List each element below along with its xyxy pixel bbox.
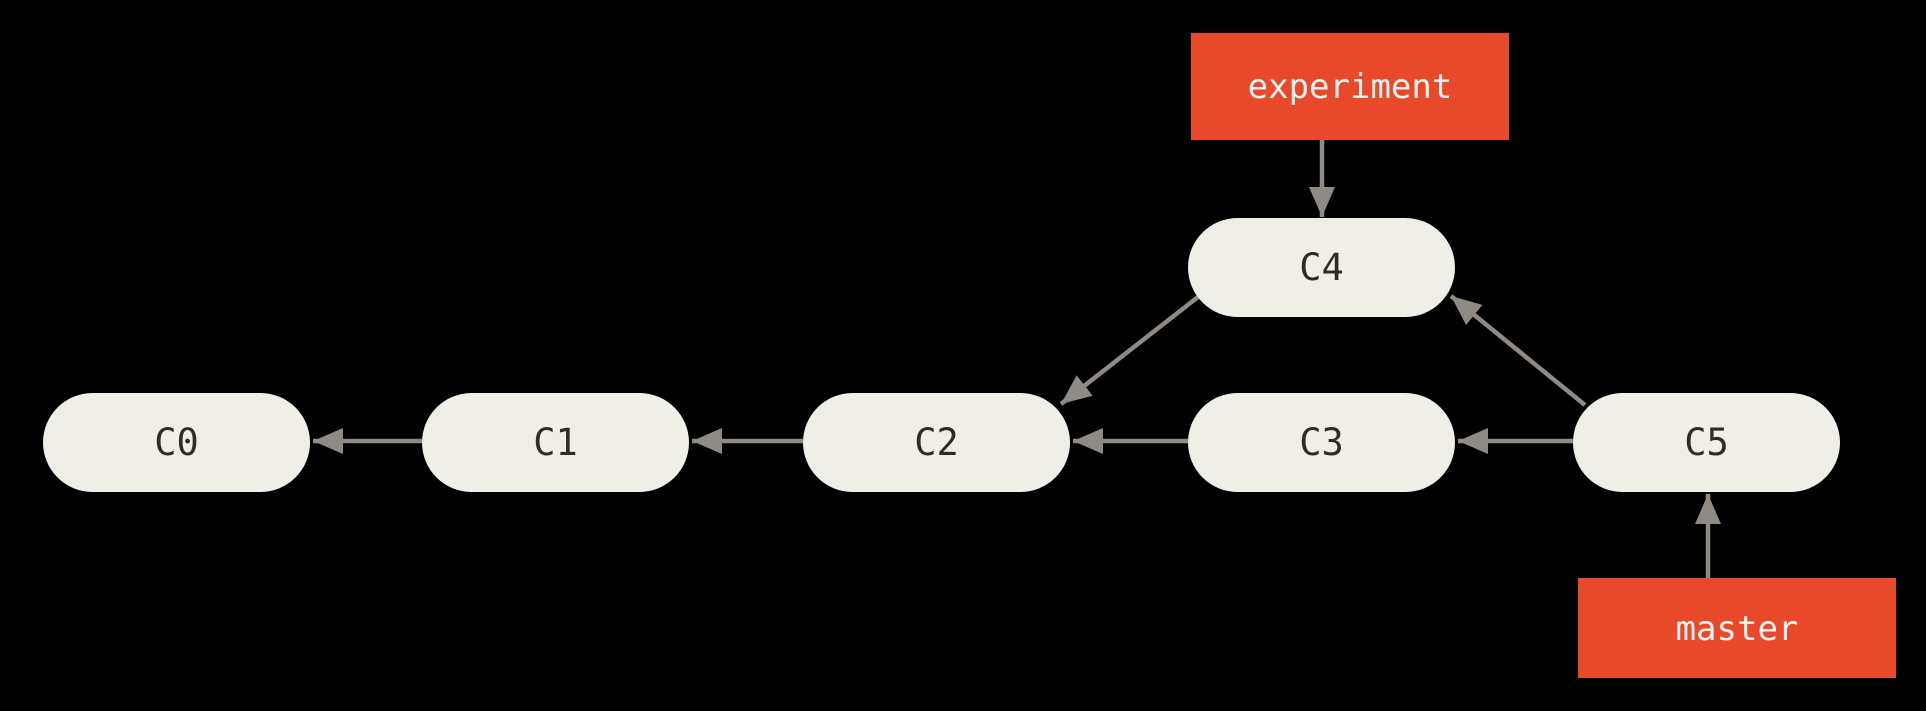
commit-pill-c5 [1573,393,1840,492]
branch-label-master: master [1578,578,1896,678]
edge-c4-to-c2 [1059,295,1200,406]
branch-label-experiment: experiment [1191,33,1509,140]
edge-c5-to-c4 [1449,294,1587,407]
commit-label-c0: C0 [154,421,199,464]
commit-pill-c0 [43,393,310,492]
edges [313,140,1721,578]
branch-box-master [1578,578,1896,678]
commit-pill-c1 [422,393,689,492]
branch-box-experiment [1191,33,1509,140]
commit-label-c1: C1 [533,421,578,464]
commit-pill-c4 [1188,218,1455,317]
commit-node-c2: C2 [803,393,1070,492]
commit-node-c1: C1 [422,393,689,492]
commit-pill-c3 [1188,393,1455,492]
commit-label-c2: C2 [914,421,959,464]
commit-label-c3: C3 [1299,421,1344,464]
branch-name-experiment: experiment [1248,67,1453,107]
commit-pill-c2 [803,393,1070,492]
commit-node-c0: C0 [43,393,310,492]
commit-label-c4: C4 [1299,246,1344,289]
commit-node-c3: C3 [1188,393,1455,492]
branch-name-master: master [1676,609,1799,649]
commit-label-c5: C5 [1684,421,1729,464]
commit-node-c4: C4 [1188,218,1455,317]
commit-node-c5: C5 [1573,393,1840,492]
